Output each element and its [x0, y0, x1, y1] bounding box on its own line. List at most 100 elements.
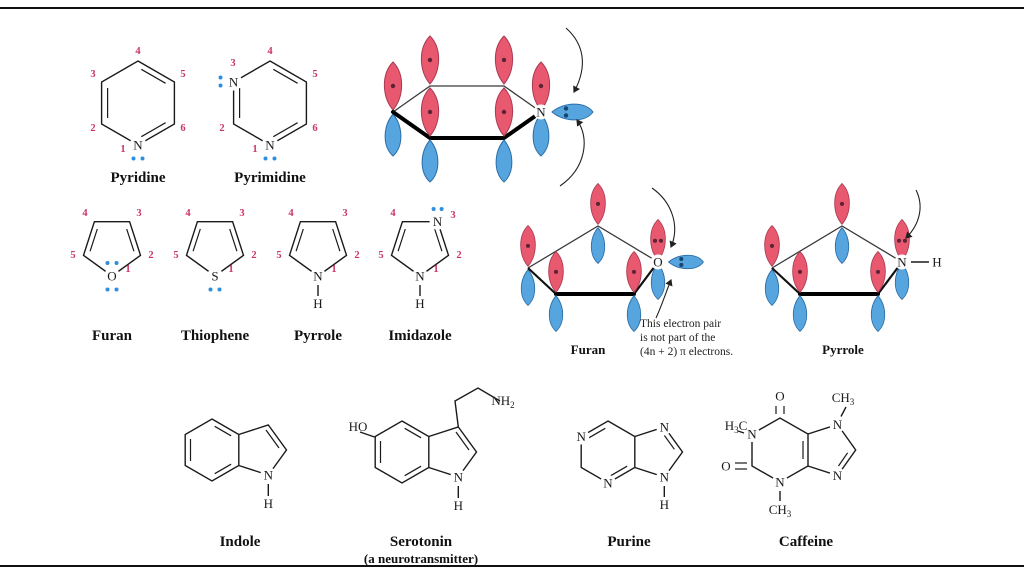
pyridine-name: Pyridine: [111, 170, 166, 186]
lone-pair-dot: [114, 287, 119, 292]
serotonin-name: Serotonin: [390, 534, 453, 550]
top-border-line: [0, 7, 1024, 9]
position-number-5: 5: [70, 250, 75, 261]
p-orbital: [590, 183, 606, 264]
nitrogen-label: N: [415, 269, 425, 284]
p-orbital: [626, 251, 642, 332]
position-number-4: 4: [267, 46, 273, 57]
amine-label: NH2: [491, 393, 514, 410]
pointer-arrow: [651, 187, 677, 249]
ring-front-edges: [391, 110, 543, 140]
oxygen-label: O: [107, 269, 116, 284]
p-orbital-nitrogen: [894, 219, 910, 300]
methyl-label: CH3: [769, 502, 792, 519]
p-orbital: [792, 251, 808, 332]
pointer-arrow: [905, 189, 921, 239]
p-orbital: [834, 183, 850, 264]
position-number-2: 2: [219, 123, 224, 134]
purine-name: Purine: [607, 534, 651, 550]
hydrogen-label: H: [264, 496, 273, 511]
annotation-arrow: [655, 278, 673, 319]
position-number-4: 4: [82, 208, 88, 219]
ethylamine-chain: [454, 387, 501, 427]
nitrogen-label: N: [660, 419, 670, 434]
pyrimidine-structure: N N 1 2 3 4 5 6 Pyrimidine: [218, 46, 318, 186]
amine-subscript: 2: [510, 400, 515, 410]
indole-name: Indole: [220, 534, 261, 550]
position-number-4: 4: [185, 208, 191, 219]
methyl-h: H: [725, 418, 734, 433]
position-number-2: 2: [90, 123, 95, 134]
position-number-5: 5: [276, 250, 281, 261]
ring-front-edge: [771, 267, 801, 295]
position-number-1: 1: [331, 264, 336, 275]
bottom-border-line: [0, 565, 1024, 567]
pyrrole-orbital-label: Pyrrole: [822, 342, 864, 357]
p-orbital: [383, 61, 403, 157]
nitrogen-label: N: [265, 138, 275, 153]
position-number-4: 4: [390, 208, 396, 219]
nitrogen-label: N: [775, 475, 785, 490]
p-orbital: [870, 251, 886, 332]
nitrogen-label: N: [433, 214, 443, 229]
lone-pair-dot: [218, 83, 223, 88]
thiophene-structure: S 1 2 3 4 5 Thiophene: [173, 208, 256, 344]
annotation-line-1: This electron pair: [640, 318, 721, 330]
lone-pair-dot: [140, 156, 145, 161]
position-number-3: 3: [239, 208, 244, 219]
position-number-5: 5: [180, 69, 185, 80]
nitrogen-label: N: [833, 468, 843, 483]
thiophene-name: Thiophene: [181, 328, 250, 344]
nitrogen-label: N: [133, 138, 143, 153]
methyl-subscript: 3: [787, 509, 792, 519]
p-orbital: [764, 225, 780, 306]
furan-structure: O 1 2 3 4 5 Furan: [70, 208, 153, 344]
oxygen-label: O: [775, 389, 784, 404]
nitrogen-label: N: [577, 429, 587, 444]
position-number-3: 3: [230, 58, 235, 69]
methyl-ch: CH: [769, 502, 787, 517]
nitrogen-label: N: [536, 105, 546, 120]
methyl-label: H3C: [725, 418, 748, 435]
lone-pair-dot: [208, 287, 213, 292]
ring-back-edges: [392, 85, 542, 113]
position-number-1: 1: [433, 264, 438, 275]
methyl-label: CH3: [832, 390, 855, 407]
pyrimidine-name: Pyrimidine: [234, 170, 306, 186]
position-number-4: 4: [288, 208, 294, 219]
p-orbital: [531, 61, 551, 157]
position-number-1: 1: [228, 264, 233, 275]
methyl-subscript: 3: [850, 397, 855, 407]
nitrogen-label: N: [454, 470, 464, 485]
oxygen-label: O: [721, 459, 730, 474]
oxygen-label: O: [653, 255, 662, 270]
lone-pair-dot: [131, 156, 136, 161]
lone-pair-dot: [263, 156, 268, 161]
lone-pair-dot: [217, 287, 222, 292]
position-number-4: 4: [135, 46, 141, 57]
serotonin-subtitle: (a neurotransmitter): [364, 551, 478, 566]
ring-back-edges: [527, 225, 659, 269]
methyl-subscript: 3: [734, 425, 739, 435]
position-number-3: 3: [342, 208, 347, 219]
in-plane-lone-pair-orbital: [551, 103, 594, 121]
sulfur-label: S: [211, 269, 218, 284]
position-number-3: 3: [136, 208, 141, 219]
pyrrole-name: Pyrrole: [294, 328, 342, 344]
hydrogen-label: H: [454, 498, 463, 513]
p-orbital: [548, 251, 564, 332]
p-orbital-oxygen: [650, 219, 666, 300]
pyridine-structure: N 1 2 3 4 5 6 Pyridine: [90, 46, 185, 186]
nitrogen-label: N: [313, 269, 323, 284]
p-orbital: [420, 35, 440, 131]
hydroxy-label: HO: [349, 419, 368, 434]
position-number-5: 5: [173, 250, 178, 261]
position-number-2: 2: [456, 250, 461, 261]
pyrrole-orbital-diagram: N H Pyrrole: [764, 183, 942, 357]
position-number-3: 3: [90, 69, 95, 80]
lone-pair-dot: [105, 261, 110, 265]
caffeine-structure: N N N N O O H3C CH3 CH3 Caffeine: [721, 389, 857, 550]
position-number-5: 5: [378, 250, 383, 261]
